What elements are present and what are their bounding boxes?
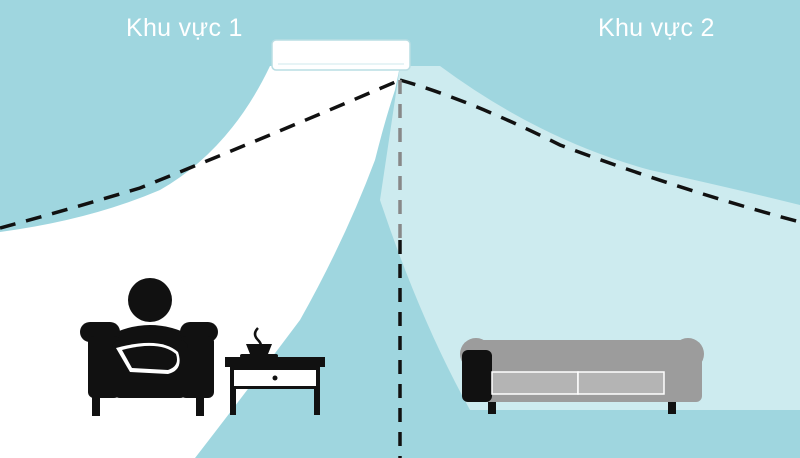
side-table-icon xyxy=(225,357,325,415)
zone1-label: Khu vực 1 xyxy=(126,14,243,42)
sofa-icon xyxy=(460,338,704,414)
zone2-airflow-beam xyxy=(380,66,800,410)
person-in-armchair-icon xyxy=(80,278,218,416)
zone2-throw-line xyxy=(399,78,800,224)
air-conditioner-icon xyxy=(271,39,411,71)
zone2-label: Khu vực 2 xyxy=(598,14,715,42)
